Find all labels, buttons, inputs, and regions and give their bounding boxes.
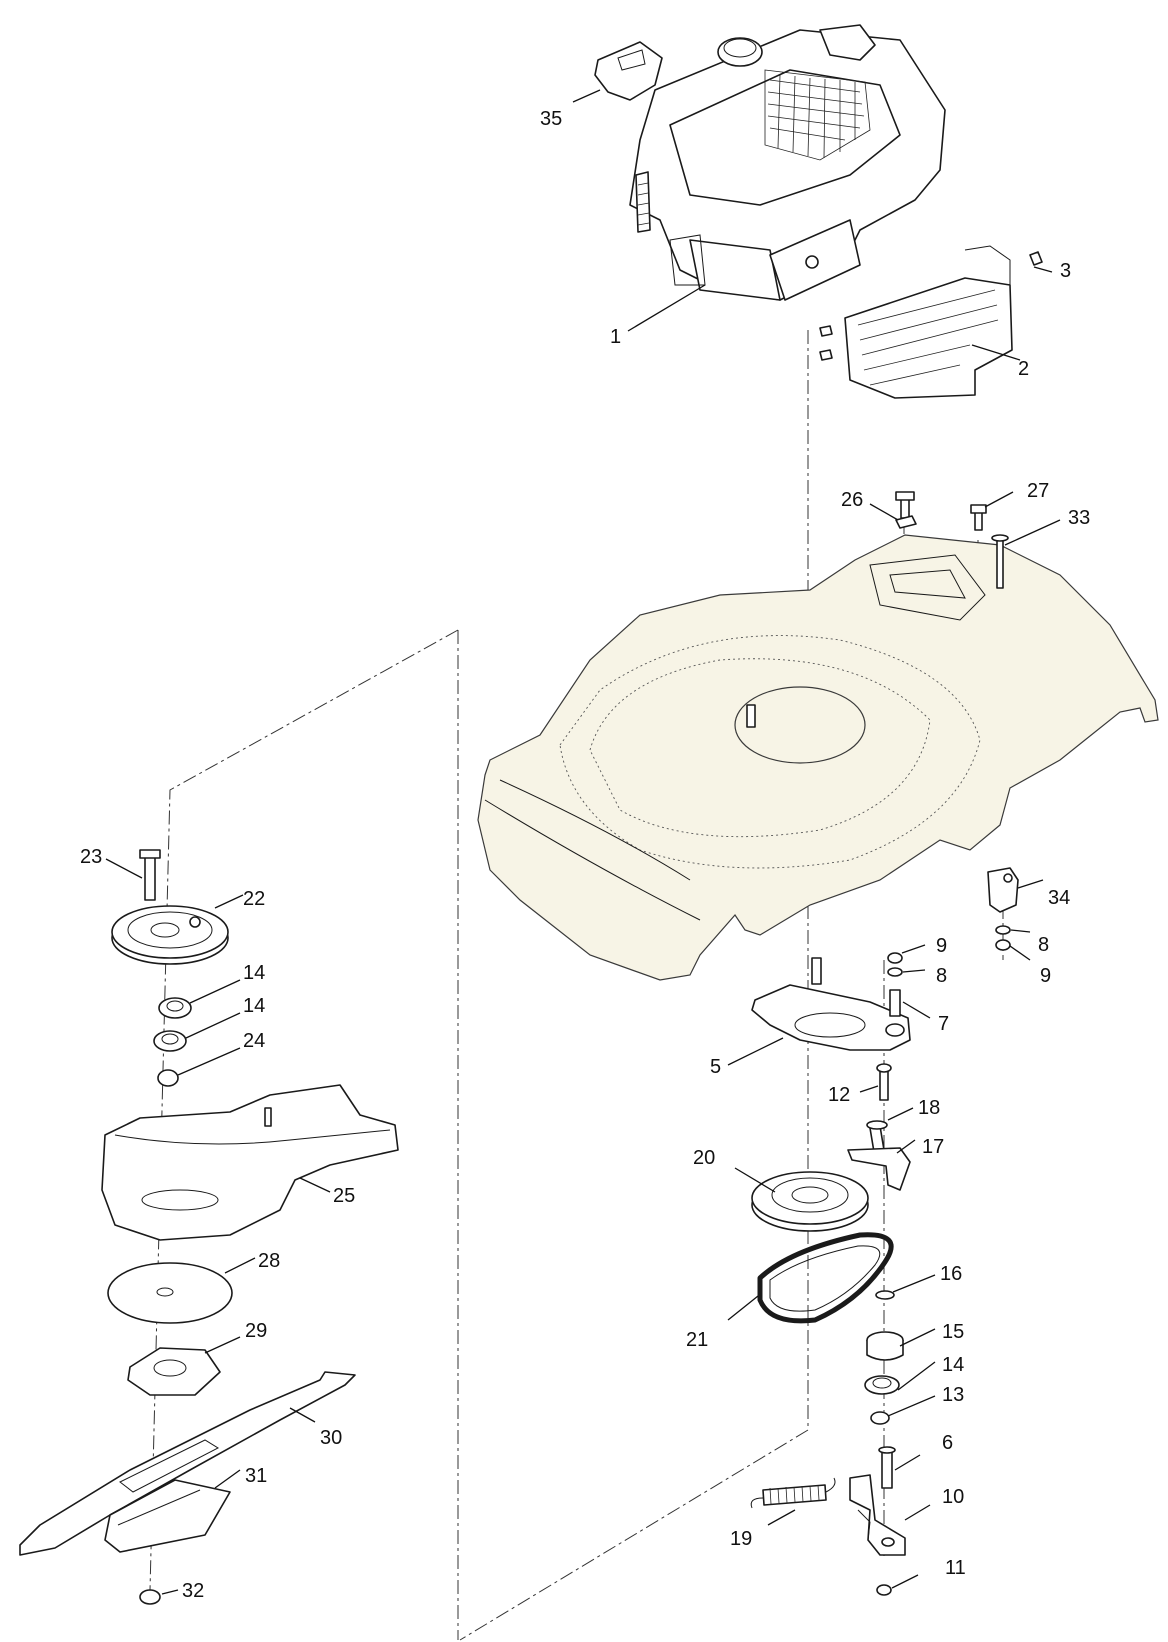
callout-25: 25 (333, 1185, 355, 1207)
callout-8-right: 8 (1038, 934, 1049, 956)
callout-2: 2 (1018, 358, 1029, 380)
callout-14-right: 14 (942, 1354, 964, 1376)
deck-hardware (895, 491, 1009, 589)
callout-31: 31 (245, 1465, 267, 1487)
callout-labels: 35 3 1 2 26 27 33 23 22 14 14 24 25 28 2… (80, 108, 1090, 1602)
callout-7: 7 (938, 1013, 949, 1035)
mower-deck (477, 534, 1159, 981)
idler-spindle-stack (750, 1290, 906, 1596)
callout-23: 23 (80, 846, 102, 868)
blade-spindle-stack (111, 849, 229, 1087)
callout-26: 26 (841, 489, 863, 511)
blade-parts (19, 1262, 356, 1605)
callout-14-upper: 14 (243, 962, 265, 984)
callout-14-lower: 14 (243, 995, 265, 1017)
callout-12: 12 (828, 1084, 850, 1106)
callout-11: 11 (945, 1557, 966, 1579)
pulley-group (751, 1120, 911, 1232)
callout-27: 27 (1027, 480, 1049, 502)
callout-21: 21 (686, 1329, 708, 1351)
deck-bracket-hardware (987, 867, 1019, 951)
callout-20: 20 (693, 1147, 715, 1169)
callout-10: 10 (942, 1486, 964, 1508)
exhaust-guard (844, 245, 1043, 399)
callout-24: 24 (243, 1030, 265, 1052)
callout-5: 5 (710, 1056, 721, 1078)
callout-8-upper: 8 (936, 965, 947, 987)
callout-29: 29 (245, 1320, 267, 1342)
assembly-axis-lines (149, 330, 1004, 1641)
callout-18: 18 (918, 1097, 940, 1119)
blade-housing (101, 1084, 399, 1241)
drive-belt (757, 1232, 894, 1324)
callout-34: 34 (1048, 887, 1070, 909)
callout-16: 16 (940, 1263, 962, 1285)
callout-22: 22 (243, 888, 265, 910)
callout-3: 3 (1060, 260, 1071, 282)
callout-35: 35 (540, 108, 562, 130)
callout-6: 6 (942, 1432, 953, 1454)
callout-leader-lines (105, 89, 1061, 1595)
idler-arm-assembly (751, 952, 911, 1101)
callout-33: 33 (1068, 507, 1090, 529)
callout-19: 19 (730, 1528, 752, 1550)
callout-17: 17 (922, 1136, 944, 1158)
callout-28: 28 (258, 1250, 280, 1272)
callout-9-upper: 9 (936, 935, 947, 957)
callout-13: 13 (942, 1384, 964, 1406)
callout-32: 32 (182, 1580, 204, 1602)
callout-9-right: 9 (1040, 965, 1051, 987)
callout-1: 1 (610, 326, 621, 348)
engine-assembly (594, 24, 946, 361)
callout-30: 30 (320, 1427, 342, 1449)
callout-15: 15 (942, 1321, 964, 1343)
